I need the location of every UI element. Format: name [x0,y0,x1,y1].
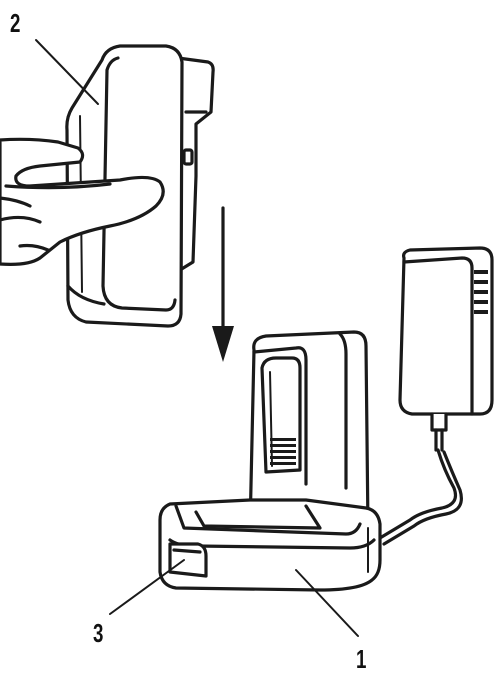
leader-line-2 [36,40,98,104]
callout-label-handset: 2 [10,10,20,36]
power-adapter-illustration [380,248,492,544]
insert-direction-arrow [212,208,234,362]
callout-label-base: 1 [356,646,366,672]
callout-label-contacts: 3 [93,620,103,646]
charging-base-illustration [160,332,380,590]
